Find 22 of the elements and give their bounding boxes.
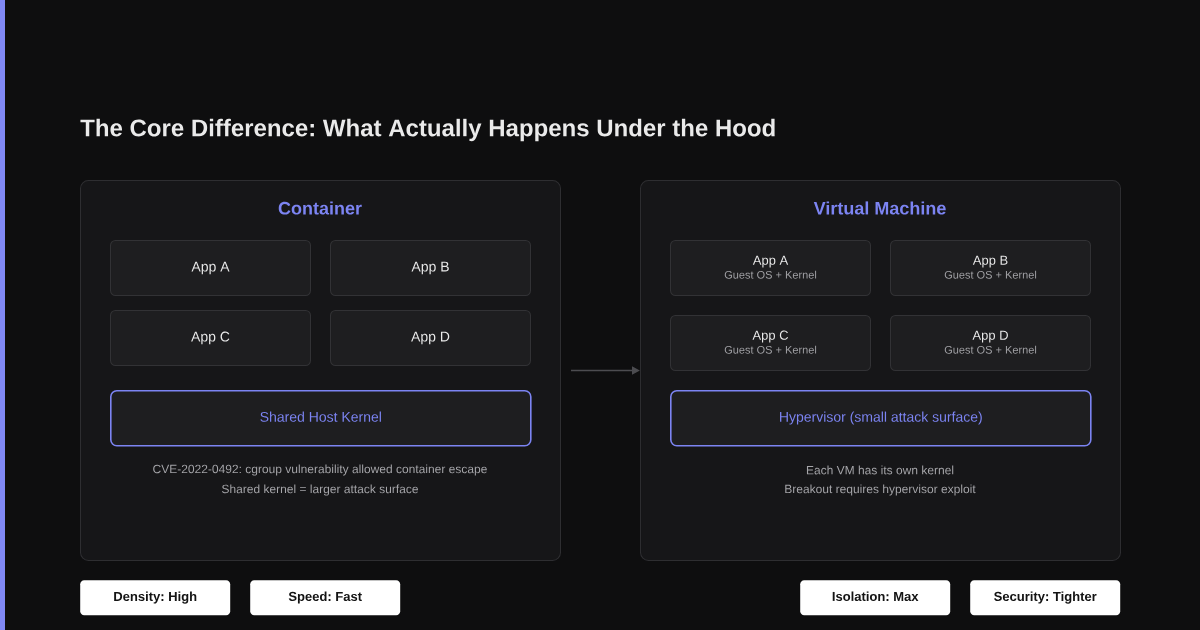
app-box: App D Guest OS + Kernel bbox=[890, 315, 1091, 371]
note-text: Shared kernel = larger attack surface bbox=[222, 484, 418, 496]
pill-label: Density: High bbox=[80, 580, 231, 616]
title: The Core Difference: What Actually Happens Under the Hood bbox=[80, 118, 775, 142]
app-box: App C Guest OS + Kernel bbox=[670, 315, 871, 371]
panel-heading: Virtual Machine bbox=[813, 201, 946, 215]
pill-label: Isolation: Max bbox=[800, 580, 951, 616]
app-box: App B bbox=[330, 240, 531, 296]
panel-heading: Container bbox=[278, 201, 362, 215]
app-box: App B Guest OS + Kernel bbox=[890, 240, 1091, 296]
kernel-box: Hypervisor (small attack surface) bbox=[670, 390, 1092, 447]
pill-label: Security: Tighter bbox=[970, 580, 1121, 616]
app-box: App D bbox=[330, 310, 531, 366]
note-text: Each VM has its own kernel bbox=[806, 465, 954, 475]
arrow bbox=[570, 366, 640, 375]
note-text: CVE-2022-0492: cgroup vulnerability allowed container escape bbox=[153, 464, 487, 476]
app-box: App A Guest OS + Kernel bbox=[670, 240, 871, 296]
pill-label: Speed: Fast bbox=[250, 580, 401, 616]
app-box: App C bbox=[110, 310, 311, 366]
kernel-box: Shared Host Kernel bbox=[110, 390, 532, 447]
note-text: Breakout requires hypervisor exploit bbox=[785, 484, 976, 496]
app-box: App A bbox=[110, 240, 311, 296]
